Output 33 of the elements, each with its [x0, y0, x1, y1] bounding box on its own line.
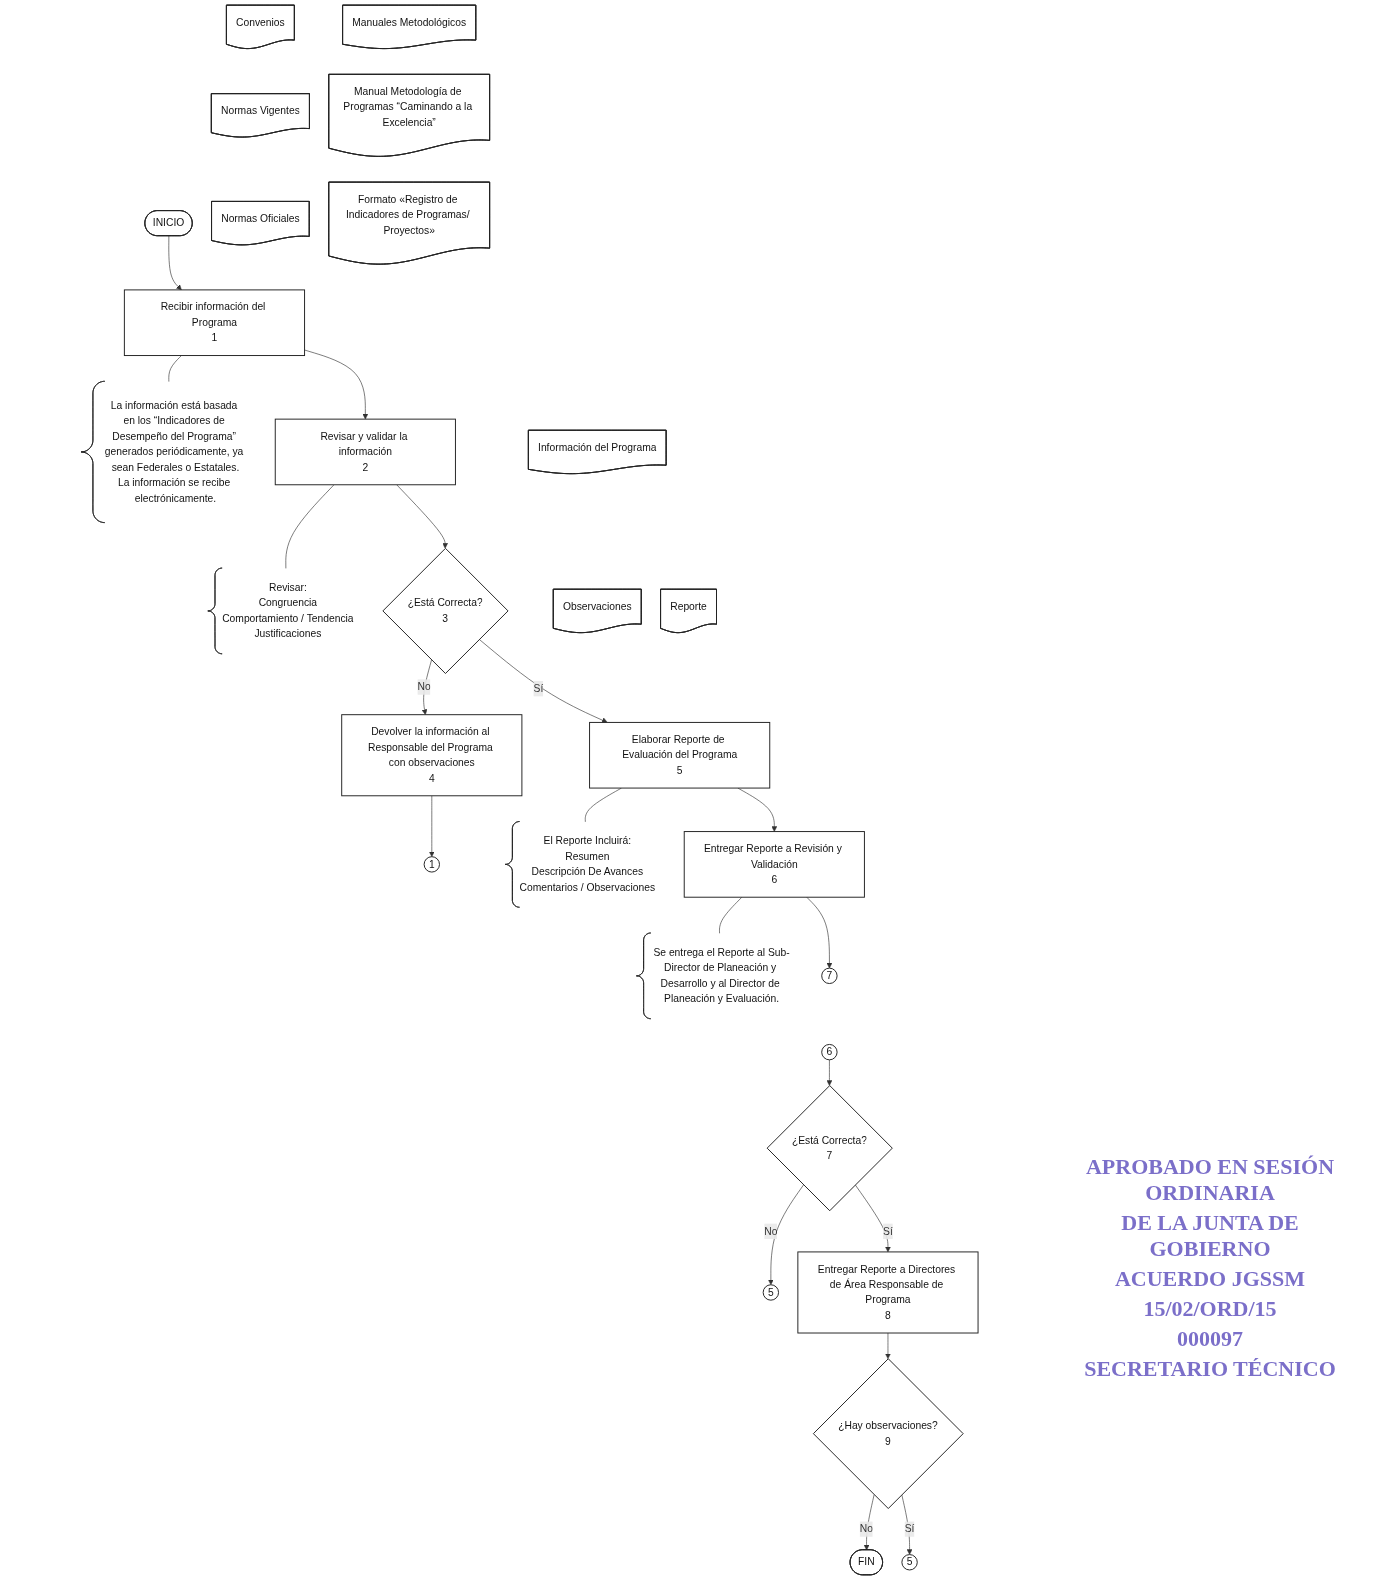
node-circle: 5 — [763, 1284, 780, 1301]
node-circle: 5 — [901, 1554, 919, 1571]
edge-label: No — [860, 1523, 874, 1535]
node-text: Se entrega el Reporte al Sub-Director de Planeación y Desarrollo y al Director de Planeación y Evaluación. — [653, 946, 791, 1005]
edge-label: No — [764, 1225, 778, 1237]
node-box: Entregar Reporte a Directores de Área Responsable de Programa 8 — [797, 1251, 979, 1334]
stamp-text: ACUERDO JGSSM — [1113, 1266, 1307, 1292]
stamp-text: DE LA JUNTA DE GOBIERNO — [1120, 1210, 1300, 1262]
edge-label: Sí — [905, 1523, 915, 1535]
node-text: El Reporte Incluirá: Resumen Descripción De Avances Comentarios / Observaciones — [519, 835, 656, 893]
node-box: Entregar Reporte a Revisión y Validación 6 — [684, 831, 866, 898]
node-diamond: ¿Hay observaciones? 9 — [813, 1358, 965, 1510]
node-circle: 7 — [821, 967, 838, 985]
edge-label: Sí — [533, 682, 544, 694]
node-box: Recibir información del Programa 1 — [124, 289, 306, 357]
connector — [168, 355, 183, 382]
stamp-text: APROBADO EN SESIÓN ORDINARIA — [1084, 1154, 1336, 1206]
stamp-text: 15/02/ORD/15 — [1142, 1296, 1278, 1322]
node-text: La información está basada en los “Indicadores de Desempeño del Programa” generados periódicamente, ya sean Federales o Estatales. La información se recibe electrónicamente. — [105, 399, 244, 504]
node-box: Devolver la información al Responsable del Programa con observaciones 4 — [341, 714, 523, 797]
node-diamond: ¿Está Correcta? 3 — [382, 547, 509, 674]
node-text: Revisar: Congruencia Comportamiento / Tendencia Justificaciones — [222, 581, 354, 640]
node-circle: 1 — [424, 856, 441, 873]
node-box: Revisar y validar la información 2 — [275, 418, 457, 486]
connector — [719, 896, 743, 934]
node-diamond: ¿Está Correcta? 7 — [767, 1085, 894, 1212]
stamp-text: SECRETARIO TÉCNICO — [1083, 1356, 1337, 1382]
stamp-text: 000097 — [1176, 1326, 1244, 1352]
connector — [285, 484, 335, 569]
edge-label: No — [417, 681, 431, 693]
node-box: Elaborar Reporte de Evaluación del Programa 5 — [589, 721, 771, 789]
node-circle: 6 — [821, 1043, 838, 1061]
edge-label: Sí — [883, 1225, 894, 1237]
